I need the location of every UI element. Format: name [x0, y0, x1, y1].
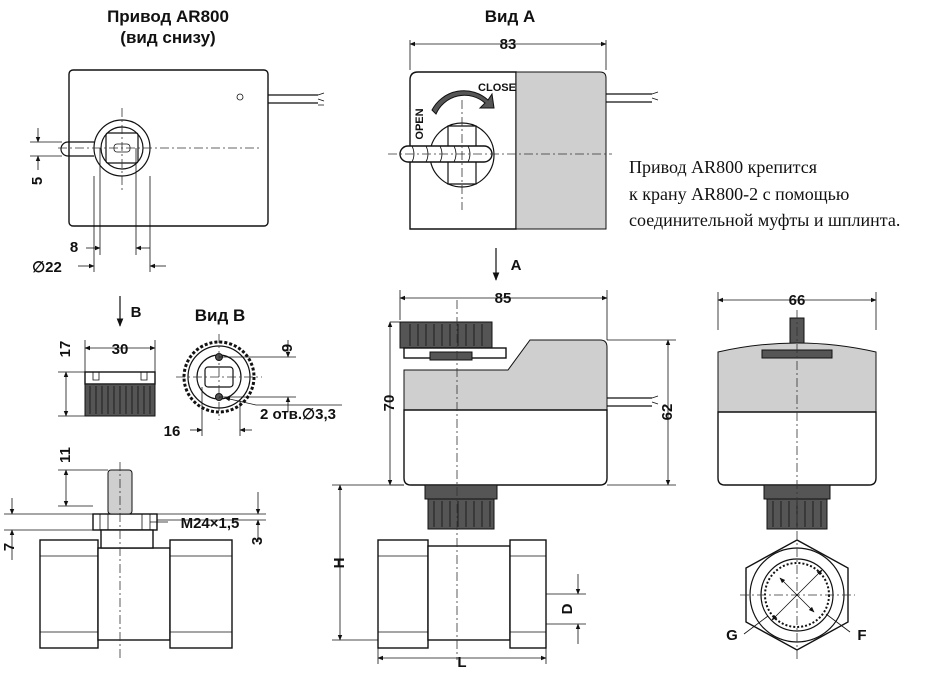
view-b-drawing	[176, 334, 342, 436]
dim-H: H	[331, 558, 348, 569]
close-label: CLOSE	[478, 82, 516, 94]
actuator-subtitle: (вид снизу)	[120, 28, 215, 47]
dim-11: 11	[57, 447, 74, 463]
view-b-title: Вид B	[195, 306, 246, 325]
open-label: OPEN	[414, 108, 426, 139]
dim-66: 66	[789, 292, 806, 309]
holes-label: 2 отв.∅3,3	[260, 406, 336, 423]
valve-stem-view	[4, 462, 266, 660]
dim-70: 70	[381, 395, 398, 412]
dim-17: 17	[57, 341, 74, 358]
view-a-drawing	[388, 40, 659, 230]
dim-D: D	[559, 603, 576, 614]
dim-3: 3	[249, 537, 266, 545]
dim-7: 7	[1, 543, 18, 551]
dim-G: G	[726, 627, 738, 644]
dim-62: 62	[659, 404, 676, 421]
note-line-3: соединительной муфты и шплинта.	[629, 210, 901, 230]
dim-9: 9	[279, 344, 296, 352]
dim-22: ∅22	[32, 259, 62, 276]
note-line-2: к крану AR800-2 с помощью	[629, 183, 850, 204]
view-a-title: Вид A	[485, 7, 536, 26]
dim-5: 5	[29, 177, 46, 185]
assembly-front-view	[332, 290, 676, 664]
dim-85: 85	[495, 290, 512, 307]
assembly-side-view	[717, 292, 877, 660]
actuator-title: Привод AR800	[107, 7, 229, 26]
dim-83: 83	[500, 36, 517, 53]
arrow-a-label: A	[511, 257, 522, 274]
dim-8: 8	[70, 239, 78, 256]
mounting-note: Привод AR800 крепится к крану AR800-2 с …	[629, 154, 949, 234]
note-line-1: Привод AR800 крепится	[629, 157, 818, 177]
dim-F: F	[857, 627, 866, 644]
dim-L: L	[457, 654, 466, 671]
actuator-bottom-view	[30, 69, 325, 272]
thread-label: M24×1,5	[181, 515, 240, 532]
coupling-side-view	[58, 296, 156, 417]
arrow-b-label: B	[131, 304, 142, 321]
dim-16: 16	[164, 423, 181, 440]
dim-30: 30	[112, 341, 129, 358]
